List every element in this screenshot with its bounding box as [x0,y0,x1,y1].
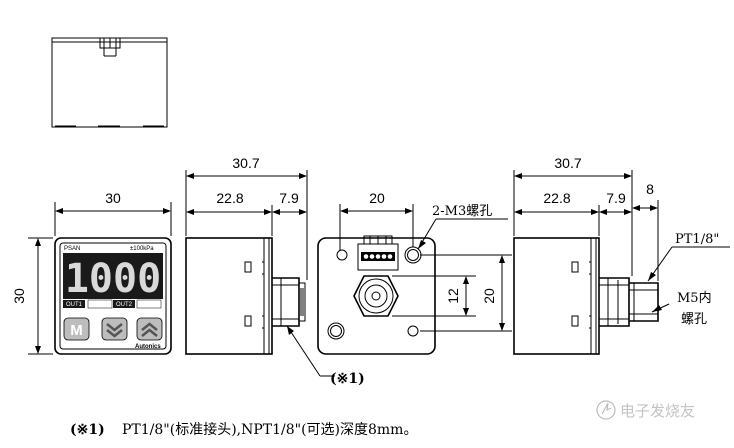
top-view [51,37,168,128]
dim-rear-width: 20 [369,190,385,206]
out2-label: OUT2 [116,302,133,308]
dim-right-fitting: 7.9 [606,190,626,206]
model-label: PSAN [64,246,80,252]
brand-label: Autonics [135,344,161,350]
lcd-display [63,253,163,299]
footnote-marker: (※1) [70,422,105,438]
dim-fitting-length: 8 [646,181,654,197]
dim-rear-height: 20 [481,288,497,304]
rear-view: 20 2-M3螺孔 12 20 [317,190,512,355]
chevron-up-icon [141,322,158,337]
note-ref-label: (※1) [330,371,365,387]
down-button[interactable] [101,317,128,341]
m5-label-line2: 螺孔 [681,312,707,327]
display-reading: 1000 [65,256,161,302]
dim-front-width: 30 [105,190,121,206]
chevron-down-icon [106,323,123,338]
front-view: PSAN ±100kPa 1000 OUT1 OUT2 M Autonics 3… [11,190,172,355]
dim-right-total: 30.7 [554,155,581,171]
footnote: (※1) PT1/8"(标准接头),NPT1/8"(可选)深度8mm。 [70,421,417,438]
dim-front-height: 30 [11,288,27,304]
footnote-text: PT1/8"(标准接头),NPT1/8"(可选)深度8mm。 [122,421,417,438]
dim-right-body: 22.8 [543,190,570,206]
dim-port-height: 12 [445,288,461,304]
screw-holes-label: 2-M3螺孔 [432,204,492,219]
m5-label-line1: M5内 [677,290,712,306]
range-label: ±100kPa [130,246,154,252]
right-side-view: 30.7 22.8 7.9 8 PT1/8" M5内 螺孔 [513,155,730,355]
thread-pt-label: PT1/8" [675,232,719,247]
mode-button[interactable]: M [63,317,90,341]
dim-side-fitting: 7.9 [279,190,299,206]
mode-key-label: M [70,322,83,339]
up-button[interactable] [136,317,163,341]
watermark-text: 电子发烧友 [620,402,695,420]
side-view: 30.7 22.8 7.9 (※1) [185,155,365,387]
watermark-logo-icon [596,400,616,420]
watermark: 电子发烧友 [596,400,695,420]
out1-label: OUT1 [66,302,83,308]
dim-side-total: 30.7 [232,155,259,171]
dim-side-body: 22.8 [216,190,243,206]
